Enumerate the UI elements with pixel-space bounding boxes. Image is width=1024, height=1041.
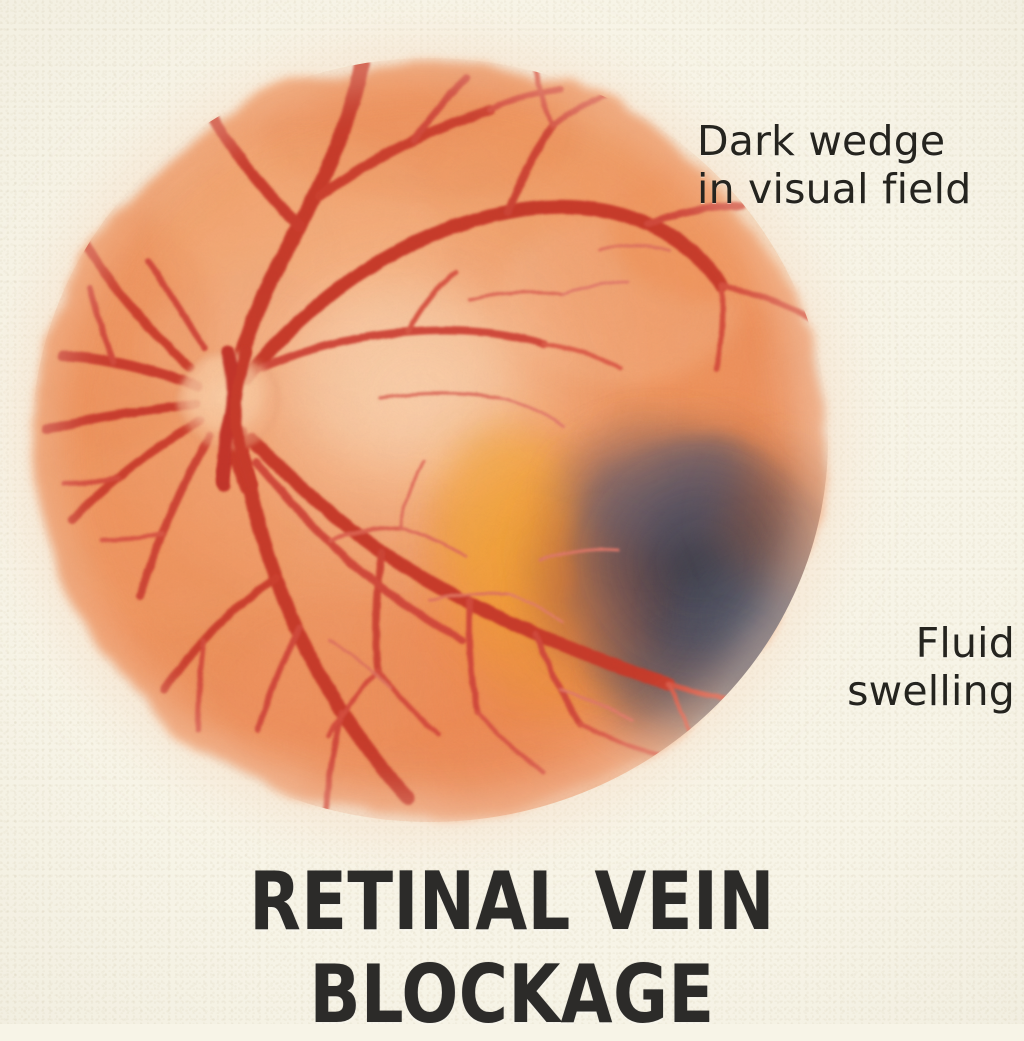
annotation-fluid-swelling: Fluid swelling [847,619,1015,715]
annotation-dark-wedge: Dark wedge in visual field [697,117,972,213]
retina-edge-feather [7,33,853,847]
page-title: RETINAL VEIN BLOCKAGE [249,855,775,1041]
